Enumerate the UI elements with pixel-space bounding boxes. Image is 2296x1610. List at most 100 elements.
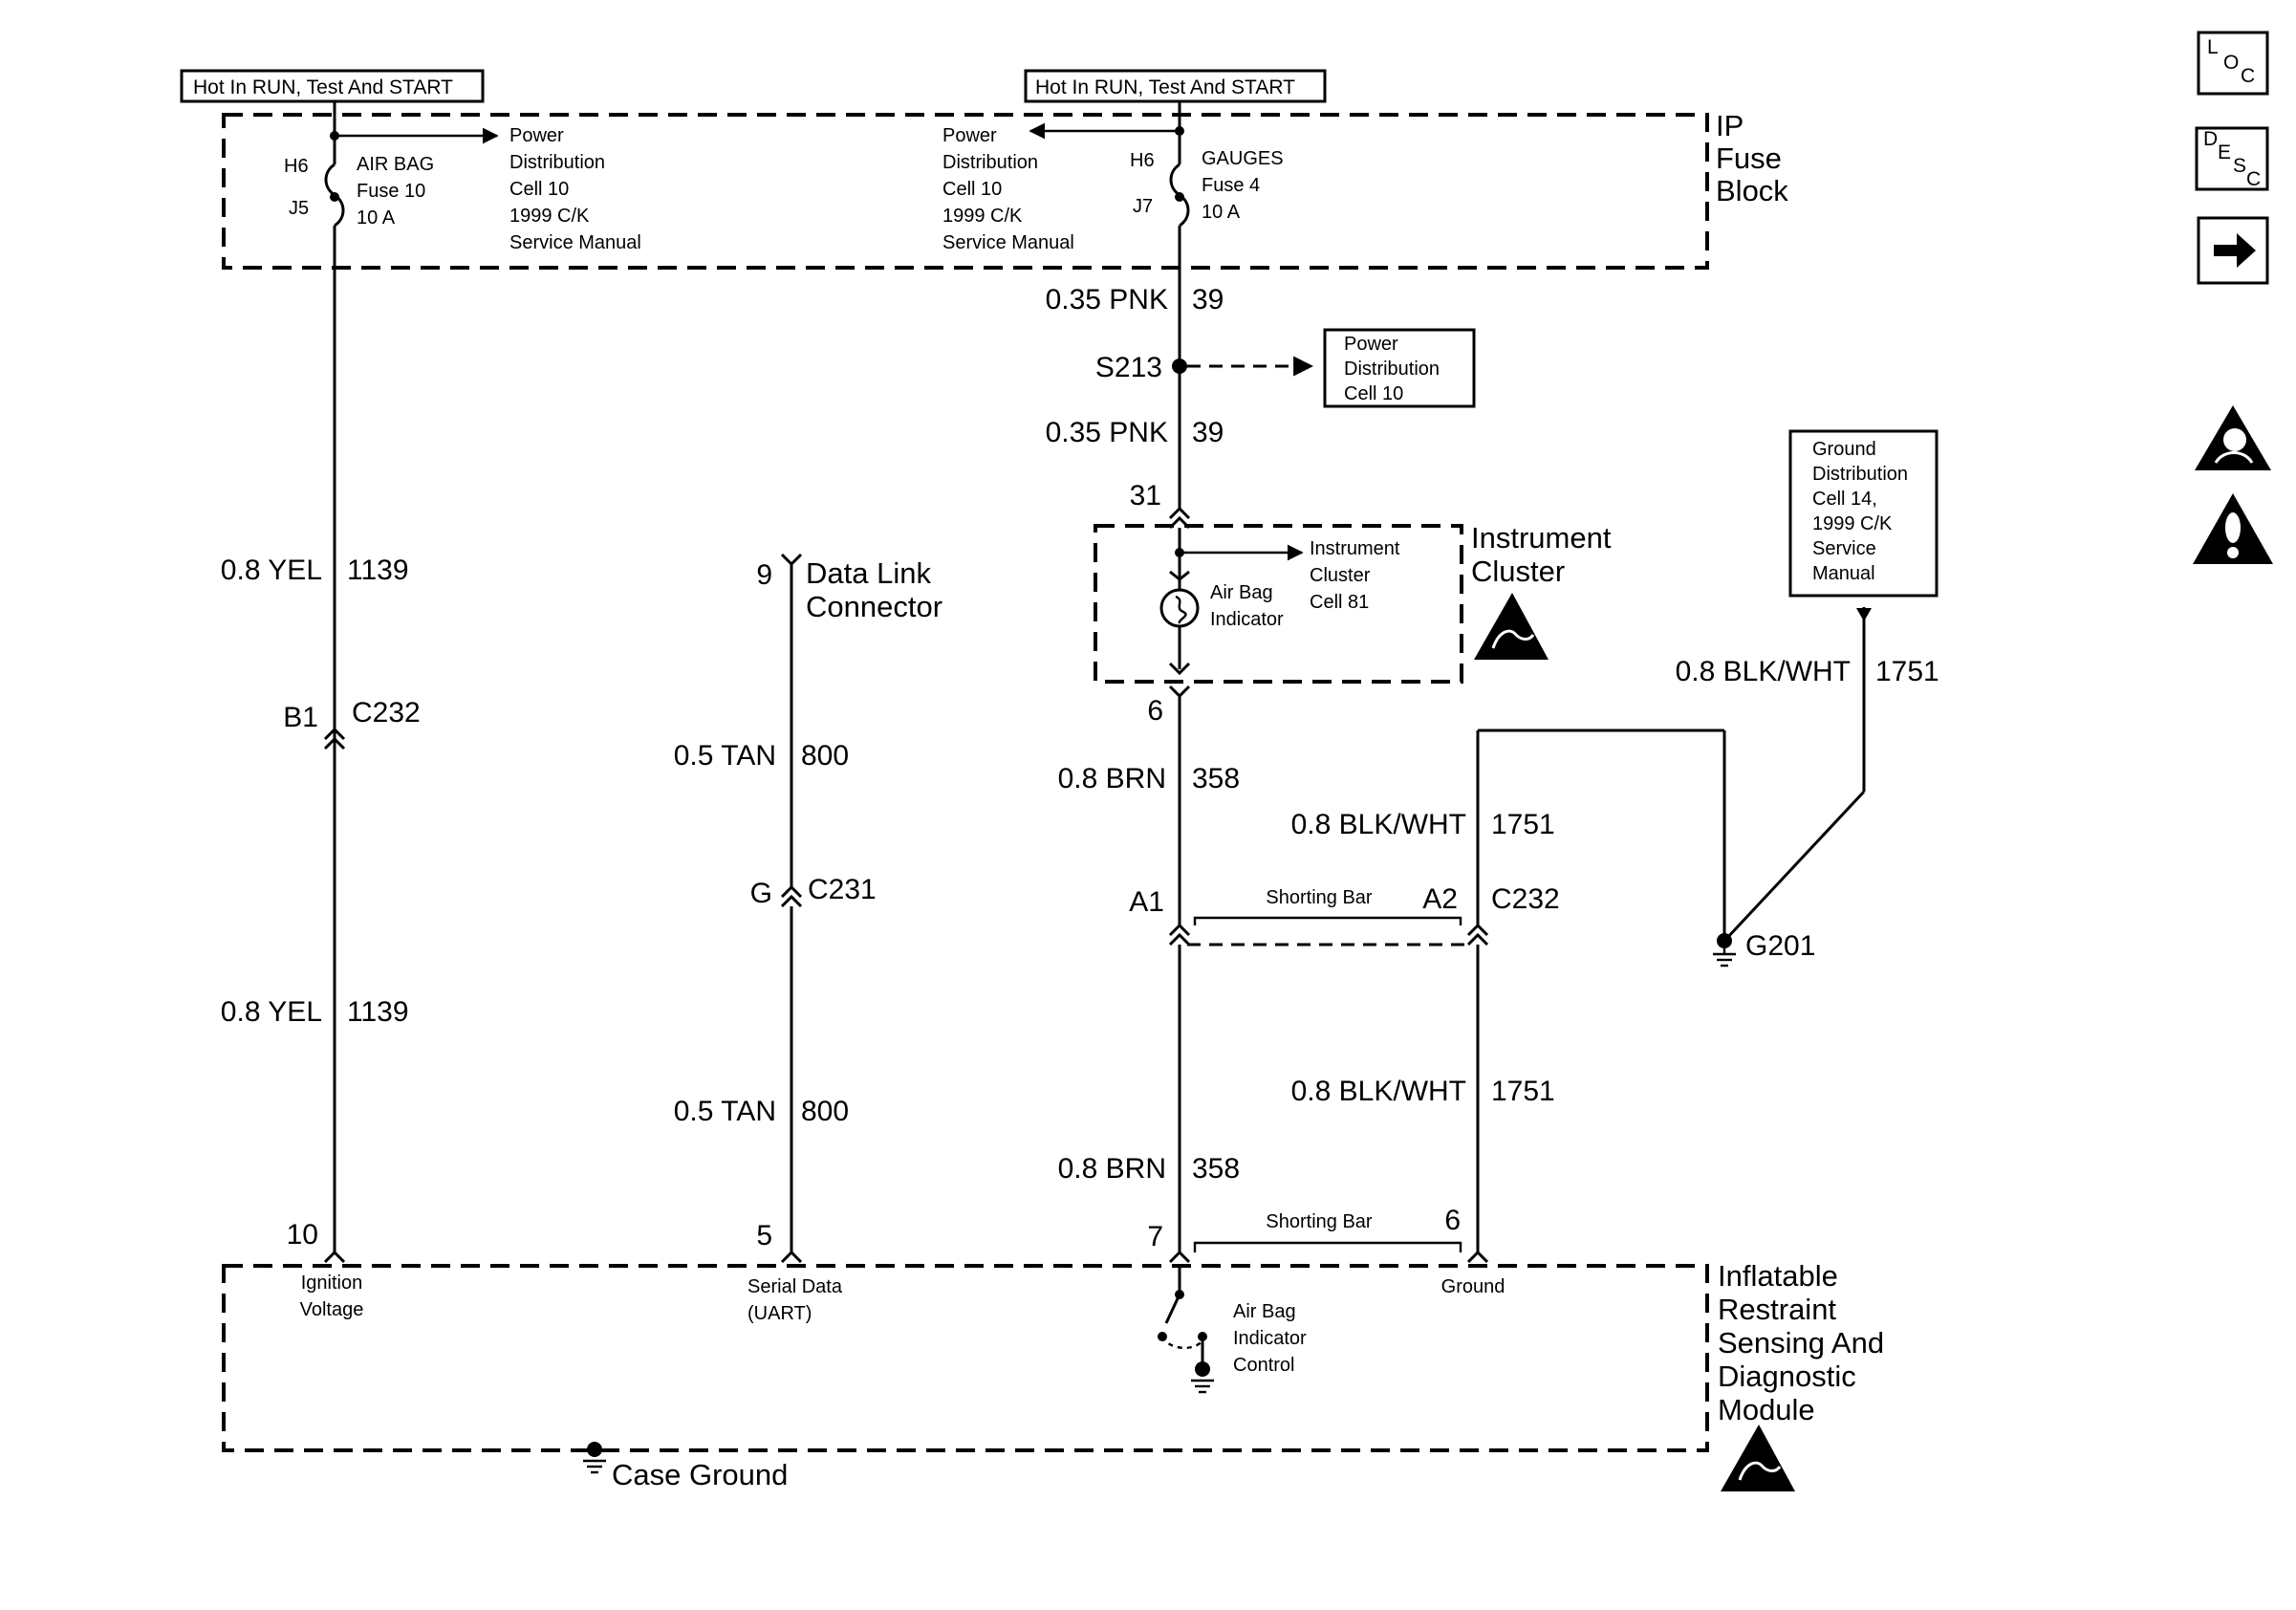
svg-text:Hot In RUN, Test And START: Hot In RUN, Test And START [193, 76, 453, 98]
svg-text:0.5 TAN: 0.5 TAN [674, 1096, 776, 1127]
svg-text:39: 39 [1192, 284, 1224, 315]
svg-text:Service Manual: Service Manual [509, 232, 641, 253]
ground-label: Ground [1441, 1276, 1505, 1297]
inflatable-restraint-module: Inflatable Restraint Sensing And Diagnos… [222, 1259, 1884, 1491]
svg-text:Connector: Connector [806, 590, 942, 623]
svg-text:Power: Power [942, 125, 997, 146]
pnk-wire-top-label: 0.35 PNK 39 [1046, 284, 1224, 315]
svg-text:IP: IP [1716, 109, 1744, 142]
svg-text:Indicator: Indicator [1210, 609, 1284, 630]
svg-text:7: 7 [1147, 1221, 1163, 1252]
svg-text:Case Ground: Case Ground [612, 1458, 788, 1491]
svg-text:B1: B1 [283, 702, 318, 733]
airbag-fuse: H6 J5 AIR BAG Fuse 10 10 A [284, 101, 499, 1252]
svg-text:Fuse: Fuse [1716, 141, 1782, 175]
svg-text:G201: G201 [1745, 930, 1815, 962]
svg-text:Hot In RUN, Test And START: Hot In RUN, Test And START [1035, 76, 1295, 98]
svg-text:Instrument: Instrument [1471, 521, 1612, 555]
svg-text:A2: A2 [1422, 883, 1458, 915]
svg-text:0.8 BLK/WHT: 0.8 BLK/WHT [1291, 809, 1466, 840]
svg-text:Indicator: Indicator [1233, 1328, 1307, 1349]
module-pins-7-6: 7 6 Shorting Bar [1147, 1205, 1489, 1264]
data-link-connector: 9 Data Link Connector [756, 553, 942, 1252]
svg-text:10: 10 [287, 1219, 318, 1251]
serial-data-label: Serial Data (UART) [747, 1276, 843, 1324]
svg-text:Ignition: Ignition [301, 1273, 363, 1294]
svg-text:Control: Control [1233, 1355, 1294, 1376]
brn-wire-upper-label: 0.8 BRN 358 [1058, 763, 1240, 794]
svg-text:Cell 10: Cell 10 [509, 179, 569, 200]
svg-text:Service Manual: Service Manual [942, 232, 1074, 253]
svg-text:S: S [2233, 155, 2246, 177]
svg-text:C232: C232 [352, 697, 421, 729]
svg-text:0.8 BLK/WHT: 0.8 BLK/WHT [1676, 656, 1851, 687]
svg-text:Instrument: Instrument [1310, 538, 1400, 559]
left-power-distribution-ref: Power Distribution Cell 10 1999 C/K Serv… [509, 125, 641, 253]
svg-text:(UART): (UART) [747, 1303, 812, 1324]
svg-text:6: 6 [1444, 1205, 1461, 1236]
svg-text:GAUGES: GAUGES [1202, 148, 1284, 169]
ground-g201: G201 [1713, 930, 1815, 968]
svg-text:E: E [2218, 141, 2231, 163]
svg-text:800: 800 [801, 1096, 849, 1127]
tan-wire-label-2: 0.5 TAN 800 [674, 1096, 849, 1127]
connector-chevron [1168, 506, 1191, 520]
svg-text:0.8 BRN: 0.8 BRN [1058, 1153, 1166, 1185]
svg-text:C: C [2246, 168, 2261, 190]
svg-text:1999 C/K: 1999 C/K [942, 206, 1023, 227]
svg-text:358: 358 [1192, 1153, 1240, 1185]
yel-wire-label-2: 0.8 YEL 1139 [221, 996, 409, 1028]
svg-text:J5: J5 [289, 198, 309, 219]
svg-text:Air Bag: Air Bag [1210, 582, 1273, 603]
svg-text:L: L [2207, 36, 2219, 58]
desc-icon[interactable]: D E S C [2195, 126, 2269, 191]
svg-text:0.35 PNK: 0.35 PNK [1046, 417, 1168, 448]
svg-text:Power: Power [509, 125, 564, 146]
svg-text:AIR BAG: AIR BAG [357, 154, 434, 175]
svg-text:0.5 TAN: 0.5 TAN [674, 740, 776, 772]
svg-text:Cell 10: Cell 10 [1344, 383, 1403, 404]
svg-text:Distribution: Distribution [1344, 359, 1440, 380]
svg-text:H6: H6 [1130, 150, 1155, 171]
c232-connector-a1-a2: A1 A2 C232 Shorting Bar [1129, 883, 1560, 946]
svg-text:Cluster: Cluster [1471, 555, 1565, 588]
module-pin-5: 5 [756, 1220, 803, 1264]
svg-text:10 A: 10 A [357, 207, 396, 228]
next-arrow-icon[interactable] [2197, 216, 2269, 285]
svg-text:S213: S213 [1095, 352, 1162, 383]
c232-connector-b1: B1 C232 [283, 697, 421, 751]
svg-text:Cell 14,: Cell 14, [1812, 489, 1877, 510]
svg-text:1999 C/K: 1999 C/K [509, 206, 590, 227]
tan-wire-label-1: 0.5 TAN 800 [674, 740, 849, 772]
pnk-wire-mid-label: 0.35 PNK 39 [1046, 417, 1224, 448]
svg-text:Data Link: Data Link [806, 556, 931, 590]
svg-text:0.8 BRN: 0.8 BRN [1058, 763, 1166, 794]
svg-text:39: 39 [1192, 417, 1224, 448]
svg-text:Shorting Bar: Shorting Bar [1266, 887, 1373, 908]
svg-text:Cell 81: Cell 81 [1310, 592, 1369, 613]
svg-text:Cell 10: Cell 10 [942, 179, 1002, 200]
esd-icon [1721, 1425, 1795, 1491]
svg-text:Ground: Ground [1812, 439, 1876, 460]
ground-distribution-ref: Ground Distribution Cell 14, 1999 C/K Se… [1788, 429, 1939, 598]
hot-in-run-box-left: Hot In RUN, Test And START [180, 69, 485, 103]
esd-icon [1474, 593, 1549, 660]
svg-text:Distribution: Distribution [942, 152, 1038, 173]
splice-s213: S213 Power Distribution Cell 10 [1095, 328, 1476, 408]
ignition-voltage-label: Ignition Voltage [300, 1273, 364, 1320]
blk-wht-label-3: 0.8 BLK/WHT 1751 [1291, 1076, 1555, 1107]
yel-wire-label-1: 0.8 YEL 1139 [221, 555, 409, 586]
svg-text:Restraint: Restraint [1718, 1293, 1836, 1326]
svg-text:Manual: Manual [1812, 563, 1875, 584]
blk-wht-label-1: 0.8 BLK/WHT 1751 [1676, 656, 1939, 687]
airbag-warning-icon [2195, 405, 2271, 470]
svg-text:800: 800 [801, 740, 849, 772]
svg-text:1751: 1751 [1491, 1076, 1555, 1107]
svg-text:Voltage: Voltage [300, 1299, 364, 1320]
svg-text:C231: C231 [808, 874, 877, 905]
cluster-pin-6: 6 [1147, 695, 1163, 727]
loc-icon[interactable]: L O C [2197, 31, 2269, 96]
svg-text:Cluster: Cluster [1310, 565, 1371, 586]
svg-text:Power: Power [1344, 334, 1398, 355]
